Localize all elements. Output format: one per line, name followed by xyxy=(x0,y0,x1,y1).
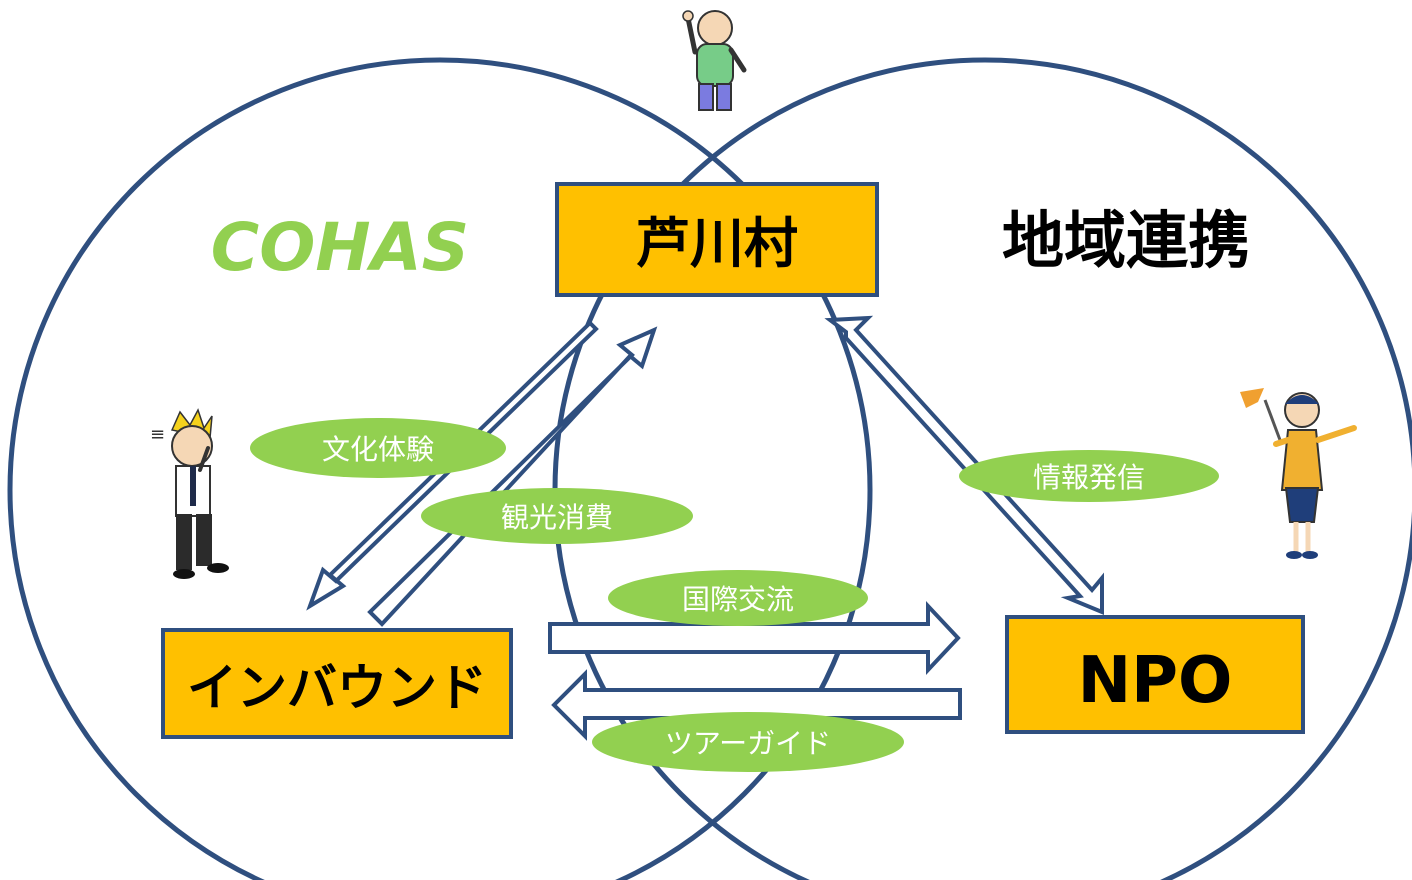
pill-exchange-label: 国際交流 xyxy=(682,583,794,616)
pill-info: 情報発信 xyxy=(959,450,1219,502)
npo-box: NPO xyxy=(1005,615,1305,734)
village-box: 芦川村 xyxy=(555,182,879,297)
arrow-inbound-to-village xyxy=(367,326,658,627)
village-label: 芦川村 xyxy=(636,212,798,275)
regional-collaboration-label: 地域連携 xyxy=(1002,204,1250,277)
pill-culture-label: 文化体験 xyxy=(322,433,434,466)
cohas-label: COHAS xyxy=(211,209,469,286)
tour-guide-flag-icon xyxy=(1240,388,1357,559)
arrow-inbound-to-npo xyxy=(548,600,961,676)
inbound-label: インバウンド xyxy=(187,659,487,717)
npo-label: NPO xyxy=(1078,644,1233,718)
confused-businessman-icon: ≡ xyxy=(150,408,229,579)
pill-tourism: 観光消費 xyxy=(421,488,693,544)
arrow-npo-to-inbound xyxy=(551,669,962,741)
pill-exchange: 国際交流 xyxy=(608,570,868,626)
arrow-village-npo xyxy=(824,315,1104,615)
pill-info-label: 情報発信 xyxy=(1033,461,1145,494)
pill-guide-label: ツアーガイド xyxy=(665,727,831,760)
elderly-man-waving-icon xyxy=(682,10,747,111)
pill-guide: ツアーガイド xyxy=(592,712,904,772)
inbound-box: インバウンド xyxy=(161,628,513,739)
left-circle xyxy=(7,57,873,880)
svg-text:≡: ≡ xyxy=(150,424,165,445)
pill-tourism-label: 観光消費 xyxy=(501,501,613,534)
pill-culture: 文化体験 xyxy=(250,418,506,478)
